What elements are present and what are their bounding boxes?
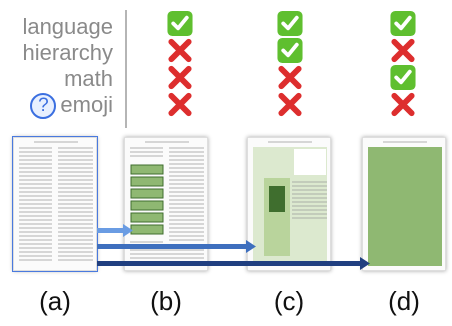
cross-icon bbox=[391, 92, 415, 117]
cross-icon bbox=[391, 38, 415, 63]
legend-emoji-row: ?emoji bbox=[0, 92, 113, 120]
highlight-block bbox=[130, 224, 164, 235]
legend: language hierarchy math ?emoji bbox=[0, 14, 113, 120]
highlight-block bbox=[130, 188, 164, 199]
cross-icon bbox=[168, 65, 192, 90]
document-page-a bbox=[12, 136, 98, 272]
document-page-c bbox=[247, 137, 331, 271]
region-inner bbox=[269, 186, 285, 212]
cross-icon bbox=[168, 92, 192, 117]
legend-emoji: emoji bbox=[60, 92, 113, 117]
cross-icon bbox=[168, 38, 192, 63]
check-icon bbox=[167, 10, 193, 37]
highlight-block bbox=[130, 200, 164, 211]
check-icon bbox=[390, 64, 416, 91]
status-column-b bbox=[166, 10, 198, 118]
document-page-d bbox=[362, 137, 446, 271]
cross-icon bbox=[278, 92, 302, 117]
label-d: (d) bbox=[388, 286, 420, 316]
document-page-b bbox=[124, 137, 208, 271]
check-icon bbox=[390, 10, 416, 37]
region-table bbox=[294, 149, 326, 175]
page-c-content bbox=[253, 141, 327, 266]
highlight-block bbox=[130, 176, 164, 187]
check-icon bbox=[277, 10, 303, 37]
legend-divider bbox=[125, 10, 127, 128]
label-c: (c) bbox=[273, 286, 305, 316]
label-b: (b) bbox=[150, 286, 182, 316]
highlight-block bbox=[130, 212, 164, 223]
page-text-lines bbox=[19, 141, 93, 261]
page-d-content bbox=[368, 141, 442, 266]
legend-language: language bbox=[22, 14, 113, 39]
label-a: (a) bbox=[39, 286, 71, 316]
cross-icon bbox=[278, 65, 302, 90]
question-icon: ? bbox=[30, 93, 57, 120]
page-b-content bbox=[130, 141, 204, 259]
check-icon bbox=[277, 37, 303, 64]
legend-hierarchy: hierarchy bbox=[22, 40, 113, 65]
legend-math: math bbox=[64, 66, 113, 91]
region-full bbox=[368, 147, 442, 266]
status-column-c bbox=[276, 10, 308, 118]
highlight-block bbox=[130, 164, 164, 175]
status-column-d bbox=[389, 10, 421, 118]
